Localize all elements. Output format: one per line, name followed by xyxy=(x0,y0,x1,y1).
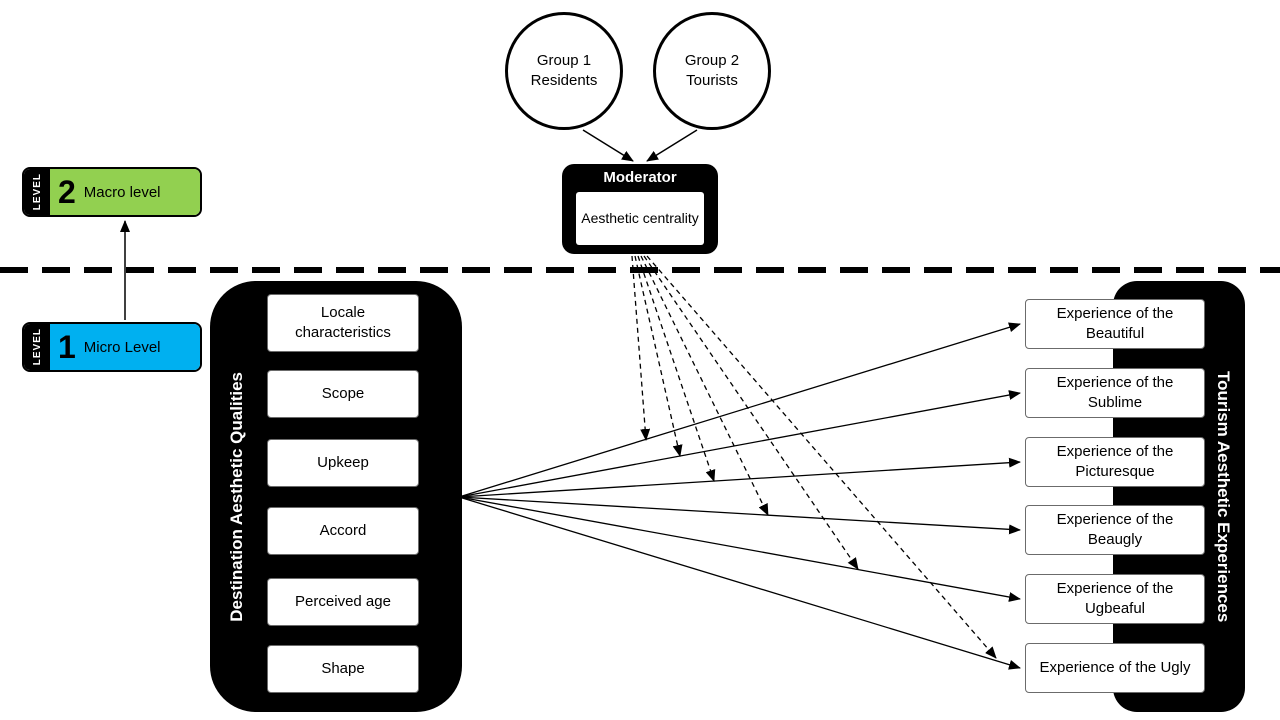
level2-block: LEVEL 2 Macro level xyxy=(22,167,202,217)
group2-label: Group 2 Tourists xyxy=(684,51,740,89)
experience-item-ugly: Experience of the Ugly xyxy=(1025,643,1205,693)
level1-label: Micro Level xyxy=(83,338,161,356)
experience-item-sublime: Experience of the Sublime xyxy=(1025,368,1205,418)
quality-item-scope: Scope xyxy=(267,370,419,418)
level2-tab-label: LEVEL xyxy=(31,173,43,211)
level1-tab: LEVEL xyxy=(24,324,50,370)
quality-item-accord: Accord xyxy=(267,507,419,555)
right-panel-title: Tourism Aesthetic Experiences xyxy=(1214,370,1233,623)
level2-number: 2 xyxy=(58,173,76,210)
level2-tab: LEVEL xyxy=(24,169,50,215)
level1-number: 1 xyxy=(58,328,76,365)
moderator-dashed-arrows xyxy=(631,255,997,659)
moderator-box: Moderator Aesthetic centrality xyxy=(562,164,718,254)
aesthetic-centrality-box: Aesthetic centrality xyxy=(576,192,704,245)
quality-item-upkeep: Upkeep xyxy=(267,439,419,487)
level2-label: Macro level xyxy=(83,183,161,201)
group1-residents-circle: Group 1 Residents xyxy=(505,12,623,130)
level1-block: LEVEL 1 Micro Level xyxy=(22,322,202,372)
experience-item-beaugly: Experience of the Beaugly xyxy=(1025,505,1205,555)
moderator-title: Moderator xyxy=(603,169,677,186)
quality-item-shape: Shape xyxy=(267,645,419,693)
quality-to-experience-arrows xyxy=(458,322,1021,670)
quality-item-perceived-age: Perceived age xyxy=(267,578,419,626)
level2-body: 2 Macro level xyxy=(50,169,200,215)
experience-item-picturesque: Experience of the Picturesque xyxy=(1025,437,1205,487)
group2-tourists-circle: Group 2 Tourists xyxy=(653,12,771,130)
tourism-aesthetic-experiences-panel: Tourism Aesthetic Experiences xyxy=(1113,281,1245,712)
group-to-moderator-arrows xyxy=(582,129,698,162)
experience-item-ugbeaful: Experience of the Ugbeaful xyxy=(1025,574,1205,624)
group1-label: Group 1 Residents xyxy=(530,51,598,89)
left-panel-title: Destination Aesthetic Qualities xyxy=(227,371,246,622)
destination-aesthetic-qualities-panel: Destination Aesthetic Qualities xyxy=(210,281,462,712)
level1-tab-label: LEVEL xyxy=(31,328,43,366)
quality-item-locale-characteristics: Locale characteristics xyxy=(267,294,419,352)
level1-body: 1 Micro Level xyxy=(50,324,200,370)
experience-item-beautiful: Experience of the Beautiful xyxy=(1025,299,1205,349)
